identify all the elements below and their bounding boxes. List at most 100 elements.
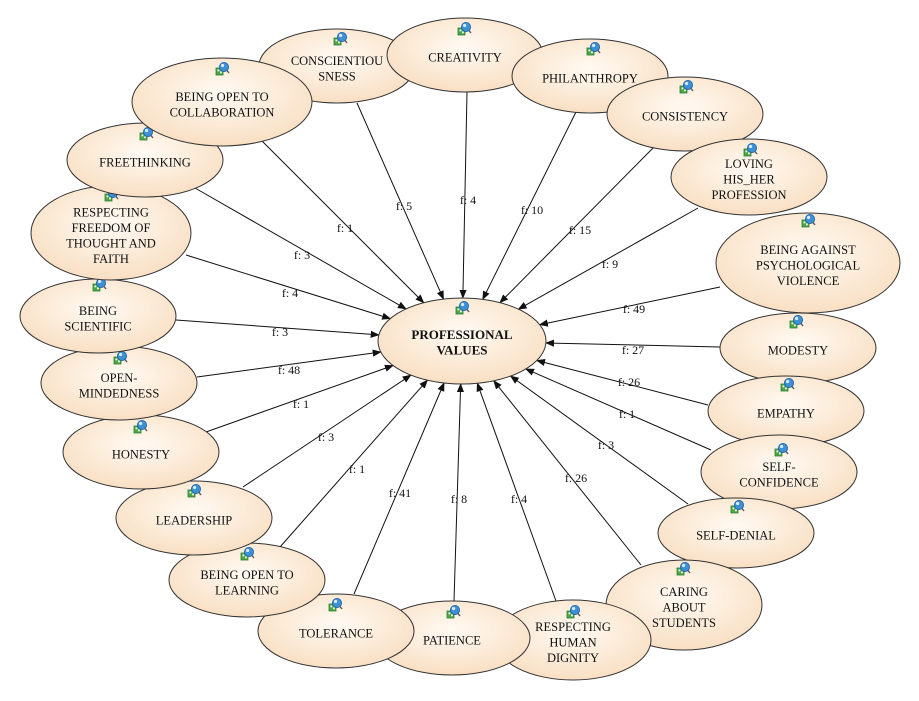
edge-patience [453, 383, 465, 602]
node-label-creativity-line: CREATIVITY [428, 51, 502, 65]
node-label-modesty-line: MODESTY [768, 344, 828, 358]
search-globe-icon [240, 547, 255, 561]
search-globe-icon [92, 277, 107, 292]
node-ellipse [657, 497, 815, 569]
node-label-philanthropy-line: PHILANTHROPY [542, 72, 638, 86]
edge-frequency-leadership: f: 3 [318, 430, 334, 444]
node-label-open-collaboration-line: COLLABORATION [170, 105, 275, 119]
node-label-self-denial: SELF-DENIAL [696, 529, 776, 543]
edge-conscientiousness [356, 102, 444, 300]
search-globe-icon [801, 213, 816, 228]
edge-frequency-creativity: f: 4 [460, 193, 476, 207]
node-label-scientific-line: SCIENTIFIC [64, 319, 131, 333]
node-label-self-confidence-line: CONFIDENCE [739, 475, 819, 489]
center-label-line: PROFESSIONAL [411, 327, 512, 342]
search-globe-icon [455, 300, 470, 315]
edge-freedom-thought [185, 254, 392, 320]
node-label-freedom-thought-line: THOUGHT AND [66, 236, 156, 250]
center-label-line: VALUES [436, 342, 487, 357]
node-open-mindedness[interactable]: OPEN-MINDEDNESS [40, 345, 198, 421]
node-label-loving-profession-line: PROFESSION [711, 188, 786, 202]
search-globe-icon [679, 80, 694, 94]
node-label-freethinking: FREETHINKING [99, 156, 191, 170]
node-label-conscientiousness-line: SNESS [318, 69, 356, 83]
search-globe-icon [457, 21, 472, 36]
edge-freethinking [194, 187, 407, 310]
edge-frequency-caring-students: f: 26 [565, 471, 587, 485]
node-label-open-mindedness-line: MINDEDNESS [79, 386, 160, 400]
edge-modesty [545, 339, 721, 348]
node-label-open-mindedness: OPEN-MINDEDNESS [79, 371, 160, 401]
node-empathy[interactable]: EMPATHY [707, 375, 865, 447]
edge-frequency-loving-profession: f: 9 [602, 257, 618, 271]
node-honesty[interactable]: HONESTY [62, 414, 220, 490]
node-label-freedom-thought-line: FREEDOM OF [72, 221, 151, 235]
search-globe-icon [730, 499, 745, 514]
search-globe-icon [333, 32, 348, 46]
node-ellipse [131, 57, 313, 147]
node-tolerance[interactable]: TOLERANCE [257, 593, 415, 669]
edge-empathy [536, 359, 709, 406]
edge-open-learning [279, 379, 428, 548]
node-ellipse [257, 593, 415, 669]
node-label-consistency: CONSISTENCY [642, 110, 728, 124]
edge-frequency-human-dignity: f: 4 [511, 492, 527, 506]
node-consistency[interactable]: CONSISTENCY [606, 76, 764, 152]
edge-frequency-modesty: f: 27 [622, 343, 644, 357]
node-self-denial[interactable]: SELF-DENIAL [657, 497, 815, 569]
node-creativity[interactable]: CREATIVITY [386, 17, 544, 93]
edge-frequency-open-mindedness: f: 48 [278, 363, 300, 377]
edge-frequency-patience: f: 8 [451, 492, 467, 506]
search-globe-icon [446, 605, 461, 619]
node-modesty[interactable]: MODESTY [719, 312, 877, 384]
node-ellipse [670, 138, 828, 216]
search-globe-icon [676, 562, 691, 576]
node-self-confidence[interactable]: SELF-CONFIDENCE [700, 434, 858, 510]
edge-loving-profession [517, 207, 699, 310]
edge-caring-students [493, 380, 642, 566]
node-leadership[interactable]: LEADERSHIP [115, 480, 273, 556]
edge-creativity [459, 91, 468, 299]
node-label-scientific-line: BEING [79, 304, 117, 318]
edge-self-denial [509, 375, 689, 505]
node-ellipse [115, 480, 273, 556]
node-label-against-violence-line: VIOLENCE [777, 274, 840, 288]
edge-human-dignity [476, 382, 557, 602]
edge-frequency-self-denial: f: 3 [598, 438, 614, 452]
node-label-conscientiousness-line: CONSCIENTIOU [291, 54, 383, 68]
node-label-against-violence-line: PSYCHOLOGICAL [756, 259, 860, 273]
node-label-loving-profession-line: HIS_HER [723, 173, 775, 187]
node-label-caring-students-line: CARING [660, 585, 708, 599]
search-globe-icon [743, 142, 758, 157]
edge-leadership [242, 374, 412, 488]
node-label-caring-students-line: ABOUT [662, 601, 705, 615]
node-label-self-confidence: SELF-CONFIDENCE [739, 460, 819, 490]
node-label-tolerance-line: TOLERANCE [299, 627, 373, 641]
node-label-honesty-line: HONESTY [112, 448, 170, 462]
node-label-consistency-line: CONSISTENCY [642, 110, 728, 124]
edge-frequency-conscientiousness: f: 5 [396, 199, 412, 213]
node-label-freedom-thought-line: RESPECTING [73, 205, 149, 219]
node-label-human-dignity-line: DIGNITY [547, 651, 599, 665]
node-ellipse [606, 76, 764, 152]
edge-frequency-freethinking: f: 3 [294, 248, 310, 262]
edge-frequency-empathy: f: 26 [618, 375, 640, 389]
edge-open-collaboration [261, 140, 425, 304]
